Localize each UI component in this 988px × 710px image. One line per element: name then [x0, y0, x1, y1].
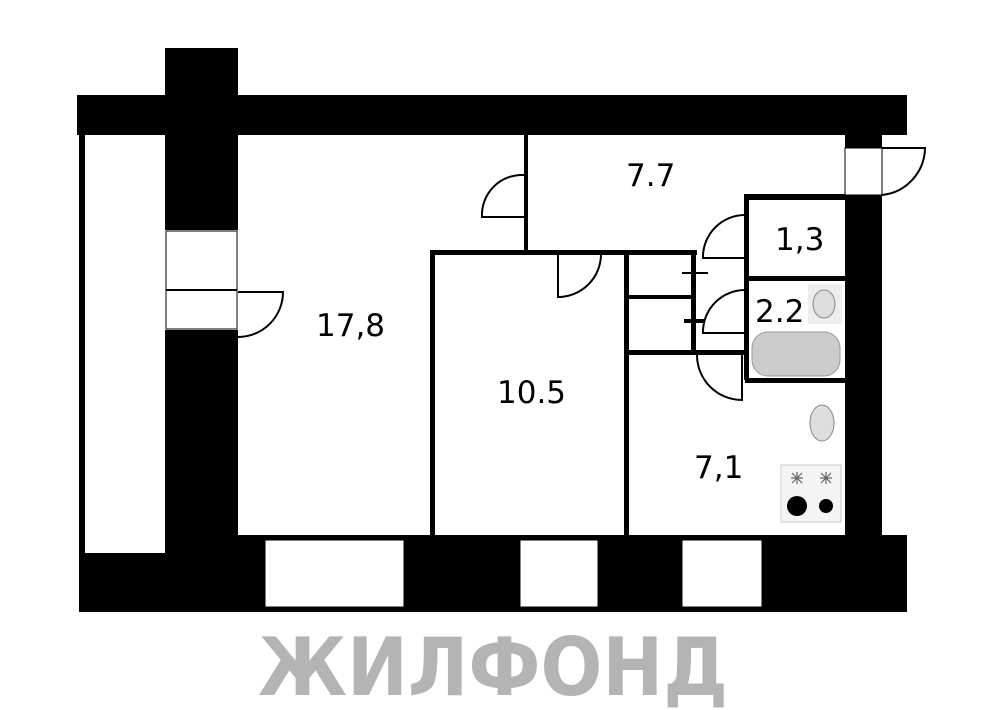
bath-bottom	[745, 378, 845, 383]
wc-block-top	[745, 194, 845, 200]
walls	[77, 48, 907, 612]
left-column-upper	[165, 135, 238, 230]
doors	[237, 147, 927, 402]
balcony-outer-line	[79, 135, 85, 555]
window-left	[165, 230, 238, 330]
watermark: ЖИЛФОНД	[258, 621, 728, 710]
room-area-hall: 7.7	[626, 158, 675, 194]
wc-divider	[745, 276, 845, 281]
room-area-toilet: 1,3	[775, 222, 824, 258]
window-living	[264, 539, 405, 608]
bedroom-top-wall	[432, 250, 697, 255]
kitchen-sink-icon	[809, 404, 835, 442]
door-entrance	[881, 147, 927, 196]
door-hall-living	[480, 173, 525, 218]
bottom-left-wall	[79, 553, 265, 612]
burner-star-icon	[820, 472, 832, 484]
door-bedroom	[557, 254, 602, 299]
room-area-bathroom: 2.2	[755, 294, 804, 330]
bedroom-left-wall	[430, 250, 435, 535]
door-living-balcony	[237, 291, 285, 338]
entrance-opening	[844, 147, 883, 196]
burner-star-icon	[791, 472, 803, 484]
washbasin-icon	[812, 289, 836, 319]
door-bathroom	[701, 289, 746, 334]
closet-bottom	[628, 350, 746, 355]
windows	[165, 147, 883, 608]
right-wall	[845, 135, 882, 535]
stove-icon	[780, 464, 842, 523]
left-column-lower	[165, 330, 238, 555]
window-bedroom	[519, 539, 599, 608]
chimney	[165, 48, 238, 135]
bedroom-right-wall	[624, 250, 629, 535]
closet-divider	[628, 295, 694, 299]
room-area-bedroom: 10.5	[497, 375, 566, 411]
wc-block-left	[744, 194, 749, 380]
room-area-kitchen: 7,1	[694, 450, 743, 486]
door-kitchen	[696, 354, 743, 402]
room-labels: 17,8 7.7 10.5 7,1 1,3 2.2	[316, 158, 824, 486]
closet-right-wall	[691, 250, 696, 355]
fixtures	[751, 284, 842, 523]
room-area-living: 17,8	[316, 308, 385, 344]
burner-small	[819, 499, 833, 513]
door-toilet	[701, 214, 746, 259]
bathtub-icon	[751, 331, 841, 377]
burner-large	[787, 496, 807, 516]
window-kitchen	[681, 539, 763, 608]
hall-partition	[524, 135, 528, 250]
